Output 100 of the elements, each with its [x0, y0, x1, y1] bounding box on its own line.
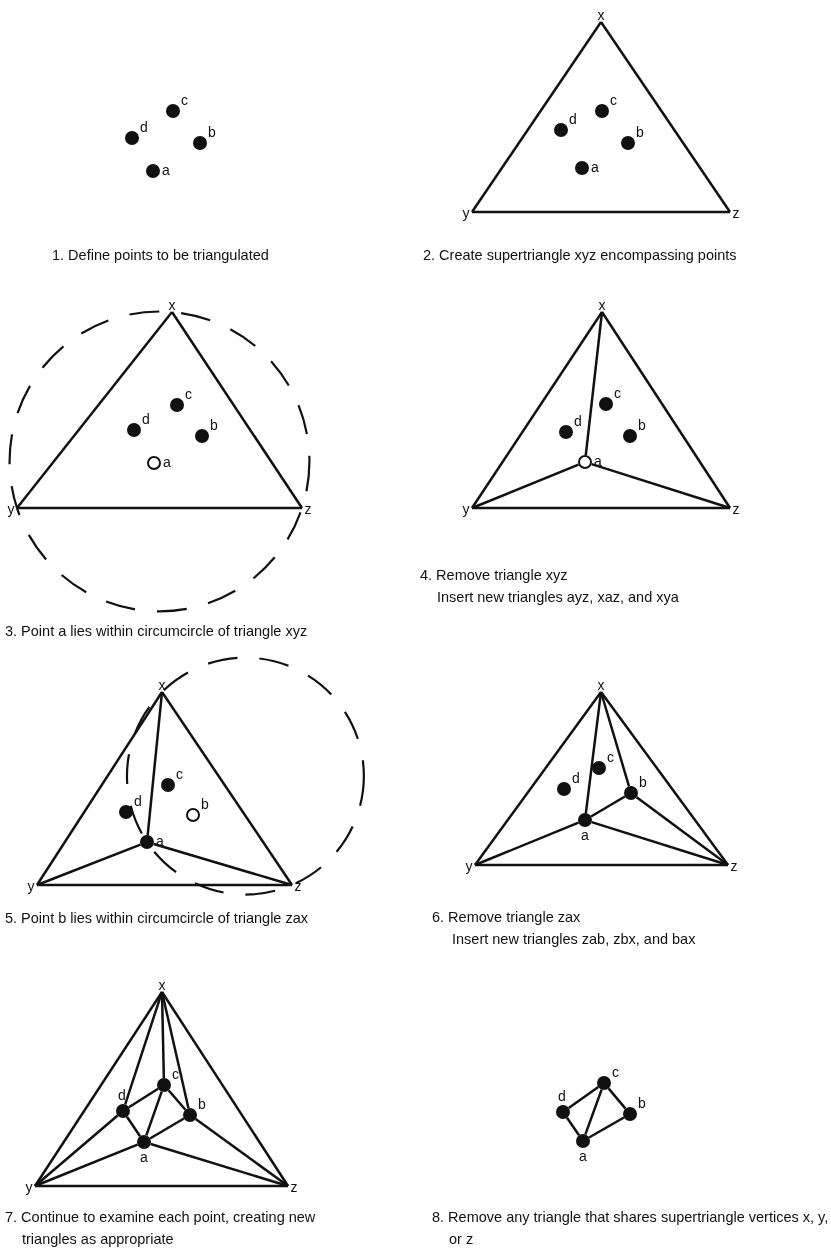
point-label: a: [581, 828, 589, 842]
point-label: c: [176, 767, 183, 781]
vertex-label: y: [6, 502, 16, 516]
step-caption: 5. Point b lies within circumcircle of triangle zax: [5, 909, 308, 928]
triangle-edge: [194, 1118, 289, 1187]
triangle-edge: [124, 991, 164, 1105]
point-label: d: [140, 120, 148, 134]
point-label: b: [639, 775, 647, 789]
triangle-edge: [471, 463, 579, 510]
vertex-label: y: [461, 206, 471, 220]
vertex-label: y: [26, 879, 36, 893]
vertex-label: z: [303, 502, 313, 516]
point-label: a: [579, 1149, 587, 1163]
triangle-edge: [35, 1184, 288, 1188]
step-caption: 4. Remove triangle xyz: [420, 566, 568, 585]
triangle-edge: [474, 691, 602, 866]
vertex-label: y: [461, 502, 471, 516]
point-label: c: [185, 387, 192, 401]
triangle-edge: [153, 842, 293, 887]
point-label: d: [569, 112, 577, 126]
triangle-edge: [588, 1116, 625, 1139]
triangle-edge: [146, 691, 164, 836]
point-label: b: [208, 125, 216, 139]
step-caption: 8. Remove any triangle that shares supertriangle vertices x, y, or z: [432, 1208, 830, 1249]
point-label: a: [591, 160, 599, 174]
triangle-edge: [584, 1089, 603, 1135]
step-caption: Insert new triangles zab, zbx, and bax: [452, 930, 696, 949]
triangle-edge: [167, 1089, 187, 1111]
point-label: a: [163, 455, 171, 469]
step-caption: 1. Define points to be triangulated: [52, 246, 269, 265]
point-label: d: [118, 1088, 126, 1102]
step-caption: 7. Continue to examine each point, creating new triangles as appropriate: [5, 1208, 317, 1249]
point-label: d: [134, 794, 142, 808]
triangle-edge: [591, 462, 731, 510]
triangle-edge: [16, 311, 173, 509]
step-caption: 3. Point a lies within circumcircle of triangle xyz: [5, 622, 308, 641]
triangle-edge: [591, 820, 729, 867]
triangle-edge: [599, 21, 732, 213]
point-label: d: [142, 412, 150, 426]
triangle-edge: [470, 311, 604, 509]
triangle-edge: [600, 691, 729, 866]
triangle-edge: [568, 1086, 599, 1109]
vertex-label: z: [293, 879, 303, 893]
point-label: a: [140, 1150, 148, 1164]
triangle-edge: [584, 691, 603, 814]
vertex-label: x: [597, 298, 607, 312]
triangle-edge: [34, 1114, 119, 1187]
vertex-label: x: [157, 978, 167, 992]
vertex-label: z: [731, 206, 741, 220]
triangle-edge: [125, 1116, 142, 1137]
point-label: b: [638, 1096, 646, 1110]
point-label: a: [162, 163, 170, 177]
point-label: c: [614, 386, 621, 400]
triangle-edge: [37, 883, 292, 887]
triangle-edge: [600, 311, 732, 509]
vertex-label: x: [596, 678, 606, 692]
triangle-edge: [170, 311, 304, 509]
point-label: c: [172, 1067, 179, 1081]
point-label: b: [210, 418, 218, 432]
point-label: c: [607, 750, 614, 764]
point-label: b: [636, 125, 644, 139]
triangle-edge: [590, 795, 626, 818]
triangle-edge: [160, 991, 190, 1109]
triangle-edge: [33, 991, 164, 1187]
triangle-edge: [34, 1143, 138, 1188]
triangle-edge: [150, 1142, 289, 1188]
point-label: d: [558, 1089, 566, 1103]
point-label: c: [610, 93, 617, 107]
triangle-edge: [472, 210, 730, 214]
vertex-label: z: [289, 1180, 299, 1194]
triangle-edge: [635, 796, 729, 866]
triangle-edge: [145, 1091, 163, 1136]
vertex-label: x: [596, 8, 606, 22]
triangle-edge: [565, 1117, 581, 1136]
triangle-edge: [160, 691, 294, 886]
step-caption: 6. Remove triangle zax: [432, 908, 581, 927]
triangle-edge: [474, 821, 579, 867]
triangle-edge: [36, 843, 141, 887]
point-label: b: [201, 797, 209, 811]
vertex-label: z: [729, 859, 739, 873]
point-label: d: [574, 414, 582, 428]
point-label: c: [181, 93, 188, 107]
triangle-edge: [35, 691, 164, 886]
triangle-edge: [607, 1087, 627, 1110]
point-label: d: [572, 771, 580, 785]
point-label: c: [612, 1065, 619, 1079]
triangle-edge: [160, 991, 290, 1187]
triangle-edge: [149, 1117, 185, 1140]
vertex-label: y: [24, 1180, 34, 1194]
vertex-label: y: [464, 859, 474, 873]
triangle-edge: [17, 506, 302, 510]
triangle-edge: [128, 1087, 159, 1109]
triangle-edge: [475, 863, 728, 867]
vertex-label: z: [731, 502, 741, 516]
step-caption: Insert new triangles ayz, xaz, and xya: [437, 588, 679, 607]
point-label: b: [198, 1097, 206, 1111]
triangle-edge: [472, 506, 730, 510]
vertex-label: x: [167, 298, 177, 312]
triangle-edge: [470, 21, 603, 213]
vertex-label: x: [157, 678, 167, 692]
